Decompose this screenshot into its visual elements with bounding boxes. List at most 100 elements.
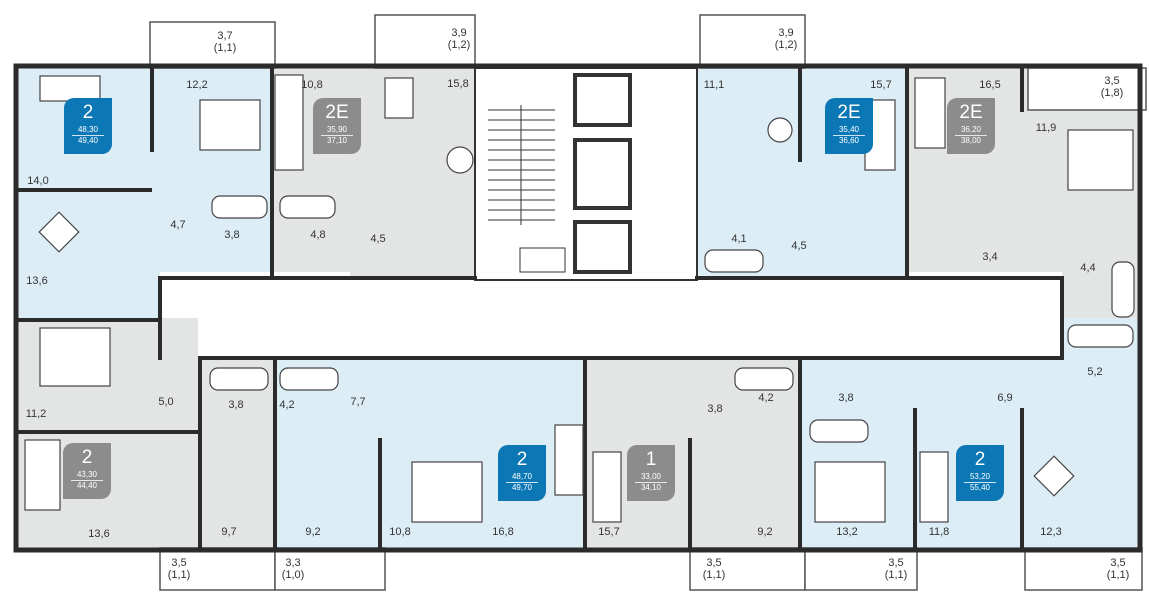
balcony-area: 3,5 bbox=[1110, 557, 1126, 569]
apartment-badge[interactable]: 2 48,70 49,70 bbox=[498, 445, 546, 501]
apartment-badge[interactable]: 2E 36,20 38,00 bbox=[947, 98, 995, 154]
living-area: 35,90 bbox=[326, 125, 348, 134]
apartment-badge[interactable]: 2 53,20 55,40 bbox=[956, 445, 1004, 501]
table bbox=[446, 146, 474, 174]
bathtub bbox=[211, 195, 268, 219]
total-area: 37,10 bbox=[321, 135, 353, 145]
bathtub bbox=[279, 367, 339, 391]
room-area: 4,1 bbox=[731, 233, 747, 245]
balcony-label: 3,7 (1,1) bbox=[214, 30, 237, 54]
balcony-area-reduced: (1,1) bbox=[884, 569, 908, 581]
balcony-area: 3,7 bbox=[217, 30, 233, 42]
living-area: 43,30 bbox=[76, 470, 98, 479]
room-area: 11,8 bbox=[928, 526, 950, 538]
balcony-label: 3,3 (1,0) bbox=[282, 557, 305, 581]
bathtub bbox=[704, 249, 764, 273]
sofa bbox=[554, 424, 584, 496]
room-area: 4,2 bbox=[279, 399, 295, 411]
balcony-top-1 bbox=[149, 21, 276, 69]
room-area: 3,8 bbox=[224, 229, 240, 241]
room-area: 4,2 bbox=[758, 392, 774, 404]
room-area: 11,1 bbox=[703, 79, 725, 91]
balcony-top-3 bbox=[699, 14, 806, 69]
living-area: 48,30 bbox=[77, 125, 99, 134]
balcony-area: 3,9 bbox=[778, 27, 794, 39]
balcony-area: 3,9 bbox=[451, 27, 467, 39]
balcony-area: 3,5 bbox=[1104, 75, 1120, 87]
room-area: 10,8 bbox=[389, 526, 411, 538]
room-area: 5,0 bbox=[158, 396, 174, 408]
room-area: 13,6 bbox=[88, 528, 110, 540]
total-area: 49,70 bbox=[506, 482, 538, 492]
apartment-badge[interactable]: 2 48,30 49,40 bbox=[64, 98, 112, 154]
outer-wall bbox=[13, 63, 1143, 553]
total-area: 55,40 bbox=[964, 482, 996, 492]
balcony-label: 3,9 (1,2) bbox=[448, 27, 471, 51]
bathtub bbox=[209, 367, 269, 391]
table bbox=[38, 211, 80, 253]
balcony-area-reduced: (1,1) bbox=[702, 569, 726, 581]
bed bbox=[814, 461, 886, 523]
stair-core bbox=[474, 67, 698, 281]
apartment-badge[interactable]: 2E 35,90 37,10 bbox=[313, 98, 361, 154]
total-area: 36,60 bbox=[833, 135, 865, 145]
balcony-top-2 bbox=[374, 14, 476, 69]
apartment-badge[interactable]: 2 43,30 44,40 bbox=[63, 443, 111, 499]
room-area: 15,8 bbox=[447, 78, 469, 90]
room-area: 4,5 bbox=[370, 233, 386, 245]
room-area: 3,8 bbox=[838, 392, 854, 404]
balcony-area-reduced: (1,1) bbox=[1106, 569, 1130, 581]
room-area: 9,2 bbox=[305, 526, 321, 538]
room-area: 3,4 bbox=[982, 251, 998, 263]
balcony-area-reduced: (1,1) bbox=[167, 569, 191, 581]
balcony-label: 3,5 (1,1) bbox=[703, 557, 726, 581]
total-area: 34,10 bbox=[635, 482, 667, 492]
living-area: 53,20 bbox=[969, 472, 991, 481]
total-area: 44,40 bbox=[71, 480, 103, 490]
room-area: 16,5 bbox=[979, 79, 1001, 91]
bathtub bbox=[279, 195, 336, 219]
balcony-bot-3 bbox=[689, 547, 806, 591]
room-area: 5,2 bbox=[1087, 366, 1103, 378]
balcony-area: 3,5 bbox=[171, 557, 187, 569]
apartment-badge[interactable]: 1 33,00 34,10 bbox=[627, 445, 675, 501]
room-area: 9,7 bbox=[221, 526, 237, 538]
room-area: 15,7 bbox=[870, 79, 892, 91]
balcony-label: 3,5 (1,1) bbox=[885, 557, 908, 581]
rooms-count: 2 bbox=[974, 449, 986, 470]
room-area: 4,7 bbox=[170, 219, 186, 231]
balcony-area-reduced: (1,8) bbox=[1100, 87, 1124, 99]
living-area: 33,00 bbox=[640, 472, 662, 481]
rooms-count: 2 bbox=[81, 447, 93, 468]
living-area: 48,70 bbox=[511, 472, 533, 481]
apt-bottom-left-fill-2 bbox=[198, 360, 273, 548]
furniture bbox=[24, 74, 1135, 523]
table bbox=[767, 117, 793, 143]
room-area: 4,8 bbox=[310, 229, 326, 241]
total-area: 38,00 bbox=[955, 135, 987, 145]
armchair bbox=[384, 77, 414, 119]
table bbox=[1033, 455, 1075, 497]
bathtub bbox=[734, 367, 794, 391]
wardrobe bbox=[274, 74, 304, 171]
balcony-area-reduced: (1,2) bbox=[447, 39, 471, 51]
apartment-badge[interactable]: 2E 35,40 36,60 bbox=[825, 98, 873, 154]
bathtub bbox=[809, 419, 869, 443]
room-area: 10,8 bbox=[301, 79, 323, 91]
balcony-label: 3,9 (1,2) bbox=[775, 27, 798, 51]
balcony-area: 3,5 bbox=[888, 557, 904, 569]
room-area: 3,8 bbox=[707, 403, 723, 415]
sofa bbox=[919, 451, 949, 523]
core-outline bbox=[474, 67, 698, 281]
stair-treads bbox=[488, 105, 555, 225]
room-area: 7,7 bbox=[350, 396, 366, 408]
balcony-label: 3,5 (1,1) bbox=[1107, 557, 1130, 581]
bed bbox=[39, 327, 111, 387]
balcony-area-reduced: (1,2) bbox=[774, 39, 798, 51]
living-area: 35,40 bbox=[838, 125, 860, 134]
bed bbox=[411, 461, 483, 523]
rooms-count: 2E bbox=[959, 102, 983, 123]
balcony-label: 3,5 (1,1) bbox=[168, 557, 191, 581]
balcony-label: 3,5 (1,8) bbox=[1101, 75, 1124, 99]
